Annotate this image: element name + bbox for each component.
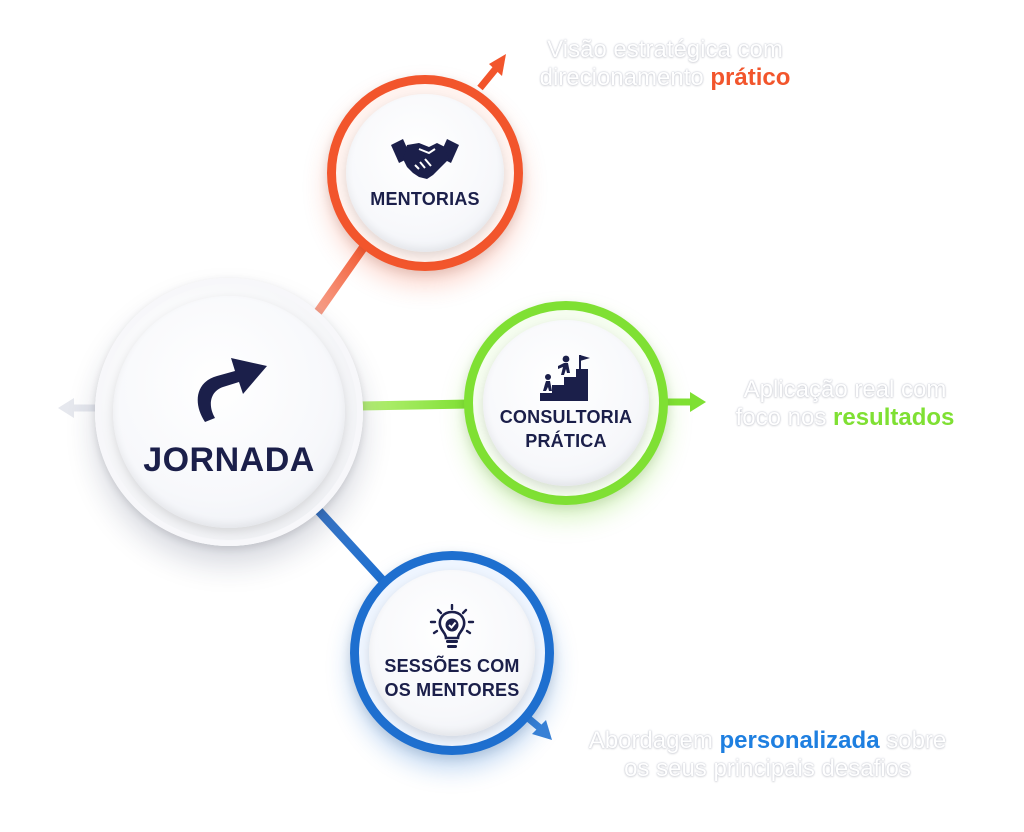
hub-jornada: JORNADA [95, 278, 363, 546]
node-consultoria-label-line2: PRÁTICA [525, 431, 607, 451]
caption-consultoria-line2-text: foco nos [735, 404, 834, 431]
connector-sessoes [314, 506, 552, 740]
caption-mentorias-line2-text: direcionamento [539, 64, 711, 91]
node-mentorias-label: MENTORIAS [370, 189, 480, 210]
caption-sessoes: Abordagem personalizada sobre os seus pr… [555, 727, 980, 783]
caption-sessoes-line1-post: sobre [879, 727, 947, 754]
caption-sessoes-line1-pre: Abordagem [588, 727, 720, 754]
node-consultoria-label-line1: CONSULTORIA [499, 407, 633, 428]
node-sessoes-face [369, 570, 535, 736]
connector-consultoria [357, 392, 706, 412]
caption-sessoes-line1: Abordagem personalizada sobre [555, 727, 980, 755]
caption-consultoria-line2: foco nos resultados [705, 404, 985, 432]
caption-consultoria-highlight: resultados [833, 404, 955, 431]
lightbulb-check-icon [429, 604, 475, 649]
node-consultoria-face [483, 320, 649, 486]
node-sessoes: SESSÕES COM OS MENTORES [350, 551, 554, 755]
caption-sessoes-line2: os seus principais desafios [624, 755, 911, 782]
node-consultoria: CONSULTORIA PRÁTICA [464, 301, 668, 505]
connector-mentorias [314, 54, 506, 315]
left-arrow [58, 398, 100, 418]
caption-consultoria: Aplicação real com foco nos resultados [705, 376, 985, 432]
caption-consultoria-line1: Aplicação real com [743, 376, 947, 403]
caption-mentorias-line2: direcionamento prático [500, 64, 830, 92]
node-sessoes-label-line1: SESSÕES COM [384, 656, 520, 677]
caption-mentorias-line1: Visão estratégica com [547, 36, 783, 63]
node-mentorias: MENTORIAS [327, 75, 523, 271]
hub-label: JORNADA [143, 440, 315, 479]
climbing-steps-flag-icon [539, 355, 590, 402]
caption-sessoes-highlight: personalizada [719, 727, 880, 754]
hub-face [113, 296, 345, 528]
node-sessoes-label-line2: OS MENTORES [384, 680, 520, 700]
caption-mentorias: Visão estratégica com direcionamento prá… [500, 36, 830, 92]
curved-arrow-icon [197, 357, 267, 422]
caption-mentorias-highlight: prático [710, 64, 791, 91]
handshake-icon [390, 139, 459, 180]
